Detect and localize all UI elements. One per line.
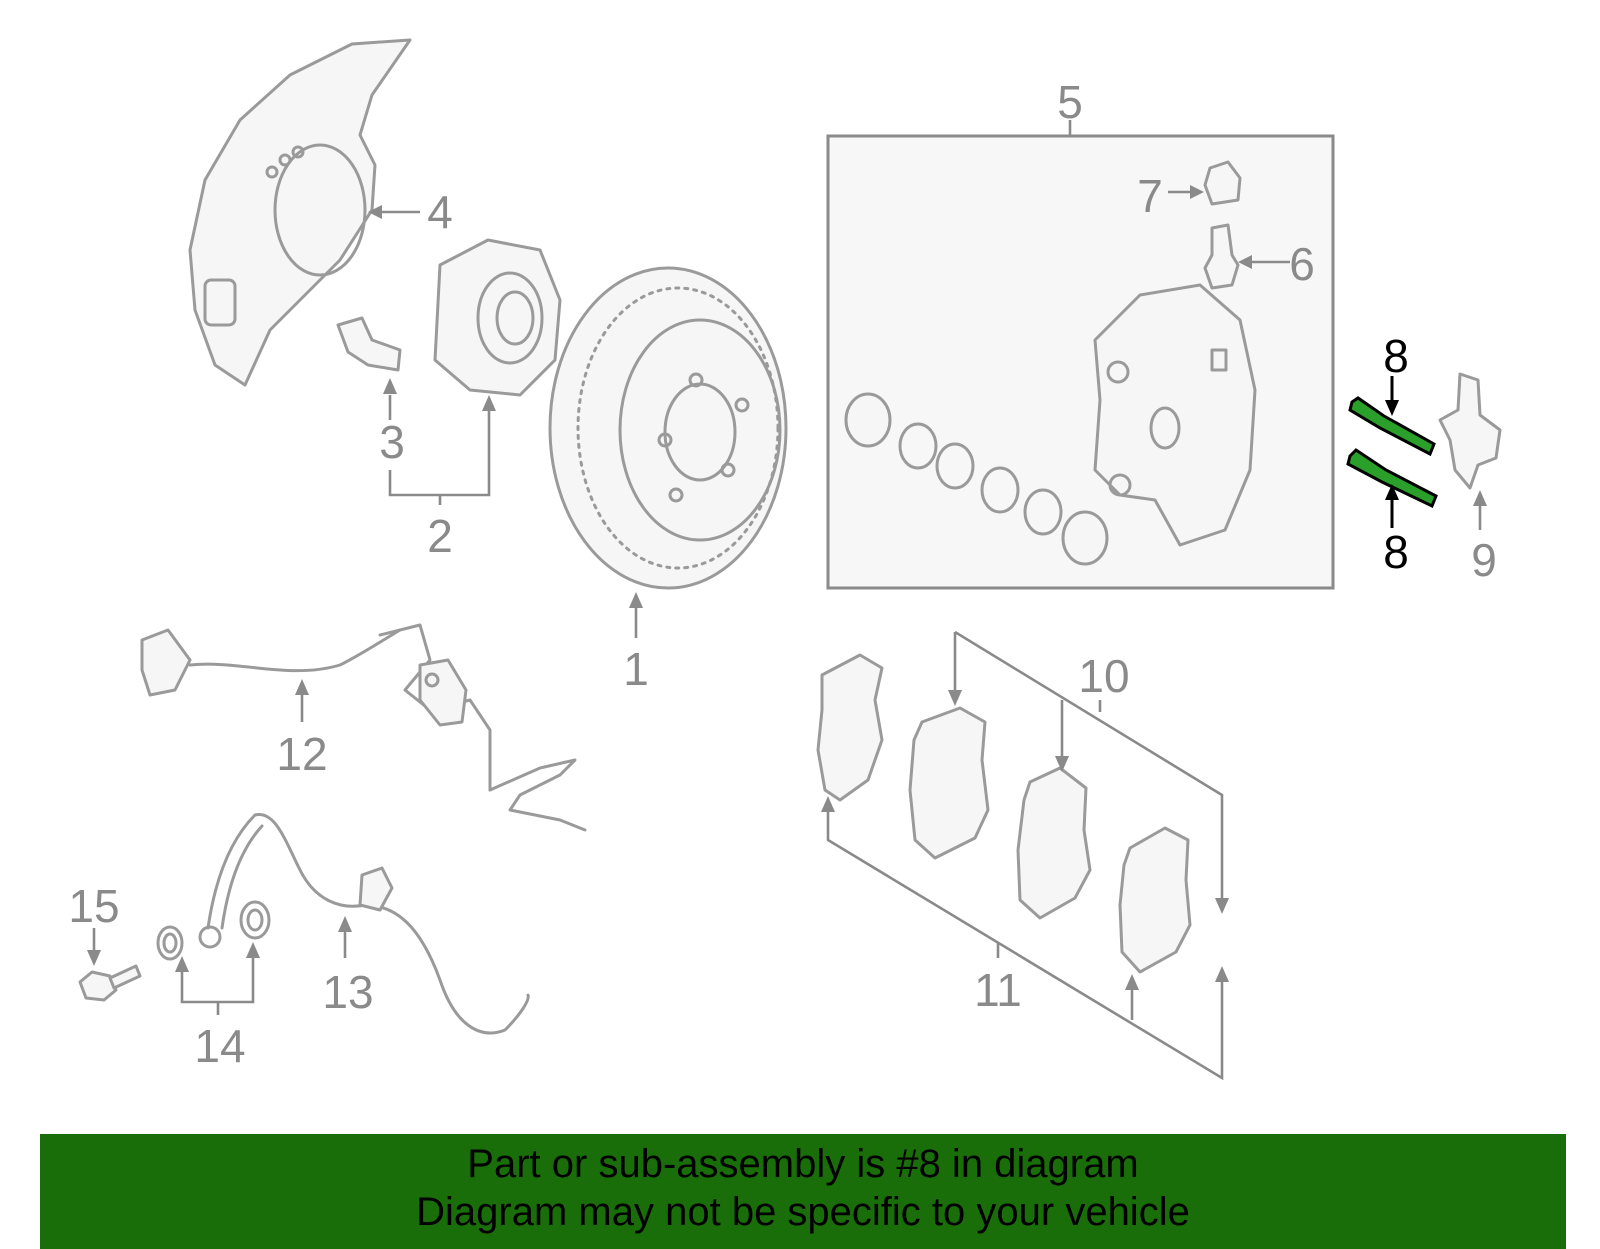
callout-15[interactable]: 15	[68, 880, 119, 932]
part-8-pad-pin-upper[interactable]	[1348, 396, 1436, 457]
part-3-wheel-stud[interactable]	[336, 316, 402, 372]
callout-8-upper[interactable]: 8	[1383, 330, 1409, 382]
callout-8-lower[interactable]: 8	[1383, 526, 1409, 578]
part-13-brake-hose[interactable]	[198, 813, 530, 1035]
info-banner: Part or sub-assembly is #8 in diagram Di…	[40, 1134, 1566, 1249]
banner-line-1: Part or sub-assembly is #8 in diagram	[467, 1142, 1139, 1186]
callout-14[interactable]: 14	[194, 1020, 245, 1072]
part-12-abs-sensor[interactable]	[140, 623, 587, 832]
part-15-bolt[interactable]	[78, 964, 142, 1002]
callout-1[interactable]: 1	[623, 643, 649, 695]
part-14-washer-right[interactable]	[239, 900, 271, 940]
callout-10[interactable]: 10	[1078, 650, 1129, 702]
part-2-hub-assembly[interactable]	[433, 238, 562, 397]
callout-2[interactable]: 2	[427, 510, 453, 562]
callout-4[interactable]: 4	[427, 186, 453, 238]
part-10-pad-inner-left[interactable]	[908, 706, 990, 860]
part-11-pad-outer-right[interactable]	[1118, 826, 1192, 974]
callout-3[interactable]: 3	[379, 416, 405, 468]
part-7-bleeder-cap[interactable]	[1203, 160, 1242, 206]
callout-6[interactable]: 6	[1289, 238, 1315, 290]
banner-line-2: Diagram may not be specific to your vehi…	[416, 1190, 1190, 1234]
callout-7[interactable]: 7	[1137, 170, 1163, 222]
part-5-caliper-assembly[interactable]	[826, 134, 1335, 590]
callout-13[interactable]: 13	[322, 966, 373, 1018]
part-1-brake-rotor[interactable]	[548, 266, 788, 590]
part-11-pad-outer-left[interactable]	[816, 653, 884, 802]
part-6-bleeder-screw[interactable]	[1203, 223, 1240, 290]
part-10-pad-inner-right[interactable]	[1016, 766, 1092, 920]
part-4-dust-shield[interactable]	[188, 38, 412, 387]
callout-12[interactable]: 12	[276, 728, 327, 780]
part-9-anti-rattle-spring[interactable]	[1438, 372, 1502, 490]
part-14-washer-left[interactable]	[156, 925, 184, 961]
part-8-pad-pin-lower[interactable]	[1346, 448, 1438, 509]
callout-9[interactable]: 9	[1471, 534, 1497, 586]
callout-11[interactable]: 11	[974, 964, 1022, 1016]
callout-5[interactable]: 5	[1057, 76, 1083, 128]
